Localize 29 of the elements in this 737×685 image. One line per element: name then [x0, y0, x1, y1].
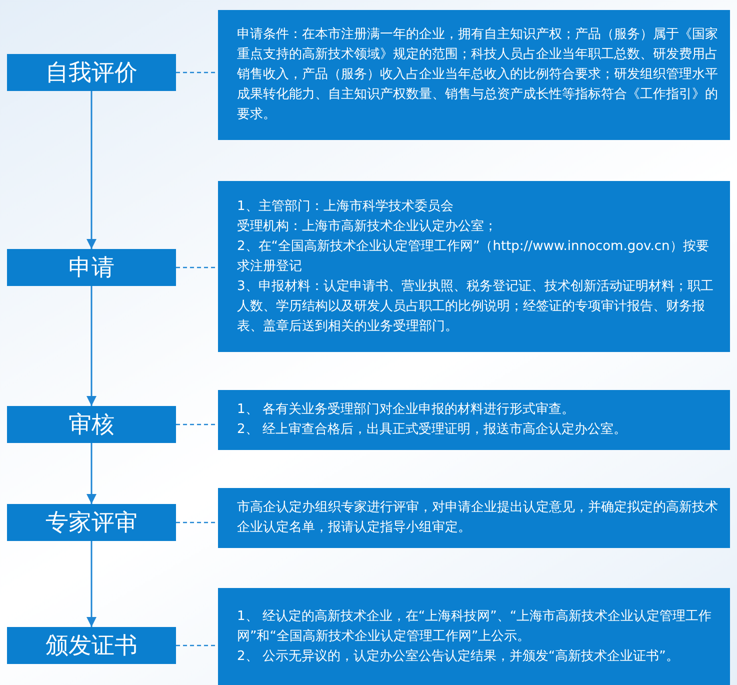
description-panel [218, 588, 730, 685]
dashed-connector [176, 72, 218, 74]
description-text: 受理机构：上海市高新技术企业认定办公室； [237, 218, 497, 236]
step-box: 申请 [7, 249, 176, 286]
dashed-connector [176, 266, 218, 268]
arrow [86, 286, 96, 406]
description-panel [218, 390, 730, 450]
step-box: 颁发证书 [7, 627, 176, 664]
description-text: 1、主管部门：上海市科学技术委员会 [237, 198, 454, 216]
description-text: 2、 公示无异议的，认定办公室公告认定结果，并颁发“高新技术企业证书”。 [237, 648, 679, 666]
description-text: 3、申报材料：认定申请书、营业执照、税务登记证、技术创新活动证明材料；职工人数、学历结构以及研发人员占职工的比例说明；经签证的专项审计报告、财务报表、盖章后送到相关的业务受理部门。 [237, 278, 714, 336]
arrow [86, 91, 96, 249]
step-box: 专家评审 [7, 504, 176, 541]
description-panel [218, 10, 730, 140]
description-text: 1、 经认定的高新技术企业，在“上海科技网”、“上海市高新技术企业认定管理工作网”和“全国高新技术企业认定管理工作网”上公示。 [237, 608, 713, 646]
description-panel [218, 181, 730, 352]
description-text: 申请条件：在本市注册满一年的企业，拥有自主知识产权；产品（服务）属于《国家重点支持的高新技术领域》规定的范围；科技人员占企业当年职工总数、研发费用占销售收入，产品（服务）收入占企业当年总收入的比例符合要求；研发组织管理水平成果转化能力、自主知识产权数量、销售与总资产成长性等指标符合《工作指引》的要求。 [237, 26, 718, 124]
dashed-connector [176, 522, 218, 524]
step-box: 自我评价 [7, 54, 176, 91]
arrow [86, 541, 96, 627]
description-text: 2、 经上审查合格后，出具正式受理证明，报送市高企认定办公室。 [237, 421, 626, 439]
description-text: 2、在“全国高新技术企业认定管理工作网”（http://www.innocom.gov.cn）按要求注册登记 [237, 238, 710, 276]
description-text: 市高企认定办组织专家进行评审，对申请企业提出认定意见，并确定拟定的高新技术企业认定名单，报请认定指导小组审定。 [237, 499, 718, 537]
arrow [86, 443, 96, 504]
dashed-connector [176, 644, 218, 646]
description-panel [218, 488, 730, 548]
description-text: 1、 各有关业务受理部门对企业申报的材料进行形式审查。 [237, 401, 574, 419]
step-box: 审核 [7, 406, 176, 443]
dashed-connector [176, 424, 218, 426]
